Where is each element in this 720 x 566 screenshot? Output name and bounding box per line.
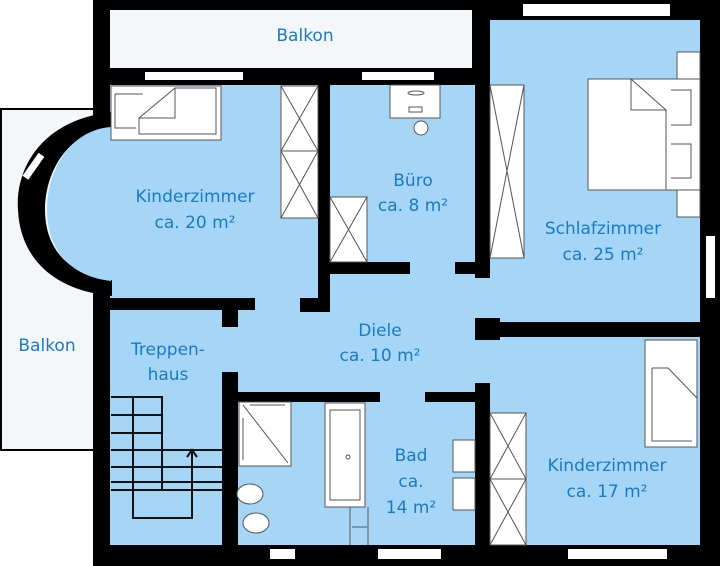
kinderzimmer-17-area: ca. 17 m² bbox=[567, 482, 648, 502]
bad-name: Bad bbox=[395, 446, 428, 466]
kinderzimmer-20-area: ca. 20 m² bbox=[155, 213, 236, 233]
bad-area-2: 14 m² bbox=[386, 498, 436, 518]
kinderzimmer-20-name: Kinderzimmer bbox=[135, 187, 254, 207]
balcony-top-label: Balkon bbox=[276, 26, 333, 46]
bed-schlafzimmer bbox=[587, 78, 701, 191]
bay-window-floor bbox=[47, 127, 111, 281]
bad-area: ca. bbox=[398, 472, 423, 492]
treppenhaus-name: Treppen- bbox=[130, 340, 205, 360]
furniture bbox=[110, 51, 701, 546]
toilet bbox=[236, 483, 264, 505]
wardrobe-kinderzimmer-20 bbox=[280, 85, 319, 219]
kinderzimmer-17-name: Kinderzimmer bbox=[547, 456, 666, 476]
diele-area: ca. 10 m² bbox=[340, 346, 421, 366]
treppenhaus-name-2: haus bbox=[148, 365, 189, 385]
chair-buero bbox=[413, 120, 429, 136]
buero-area: ca. 8 m² bbox=[378, 196, 448, 216]
bathtub bbox=[324, 402, 366, 508]
bay-window-glass bbox=[22, 152, 45, 180]
schlafzimmer-floor bbox=[490, 20, 700, 90]
schlafzimmer-area: ca. 25 m² bbox=[563, 245, 644, 265]
schlafzimmer-name: Schlafzimmer bbox=[545, 219, 661, 239]
windows bbox=[145, 4, 715, 559]
computer-icon bbox=[408, 106, 423, 113]
balcony-top bbox=[110, 10, 472, 68]
bed-kinderzimmer-17 bbox=[644, 339, 698, 448]
desk-buero bbox=[389, 84, 441, 119]
buero-name: Büro bbox=[393, 171, 432, 191]
balcony-left-label: Balkon bbox=[18, 336, 75, 356]
sink-2 bbox=[452, 477, 476, 511]
staircase[interactable] bbox=[111, 396, 222, 519]
bidet bbox=[242, 512, 270, 534]
diele-name: Diele bbox=[358, 321, 401, 341]
sink-1 bbox=[452, 439, 476, 473]
